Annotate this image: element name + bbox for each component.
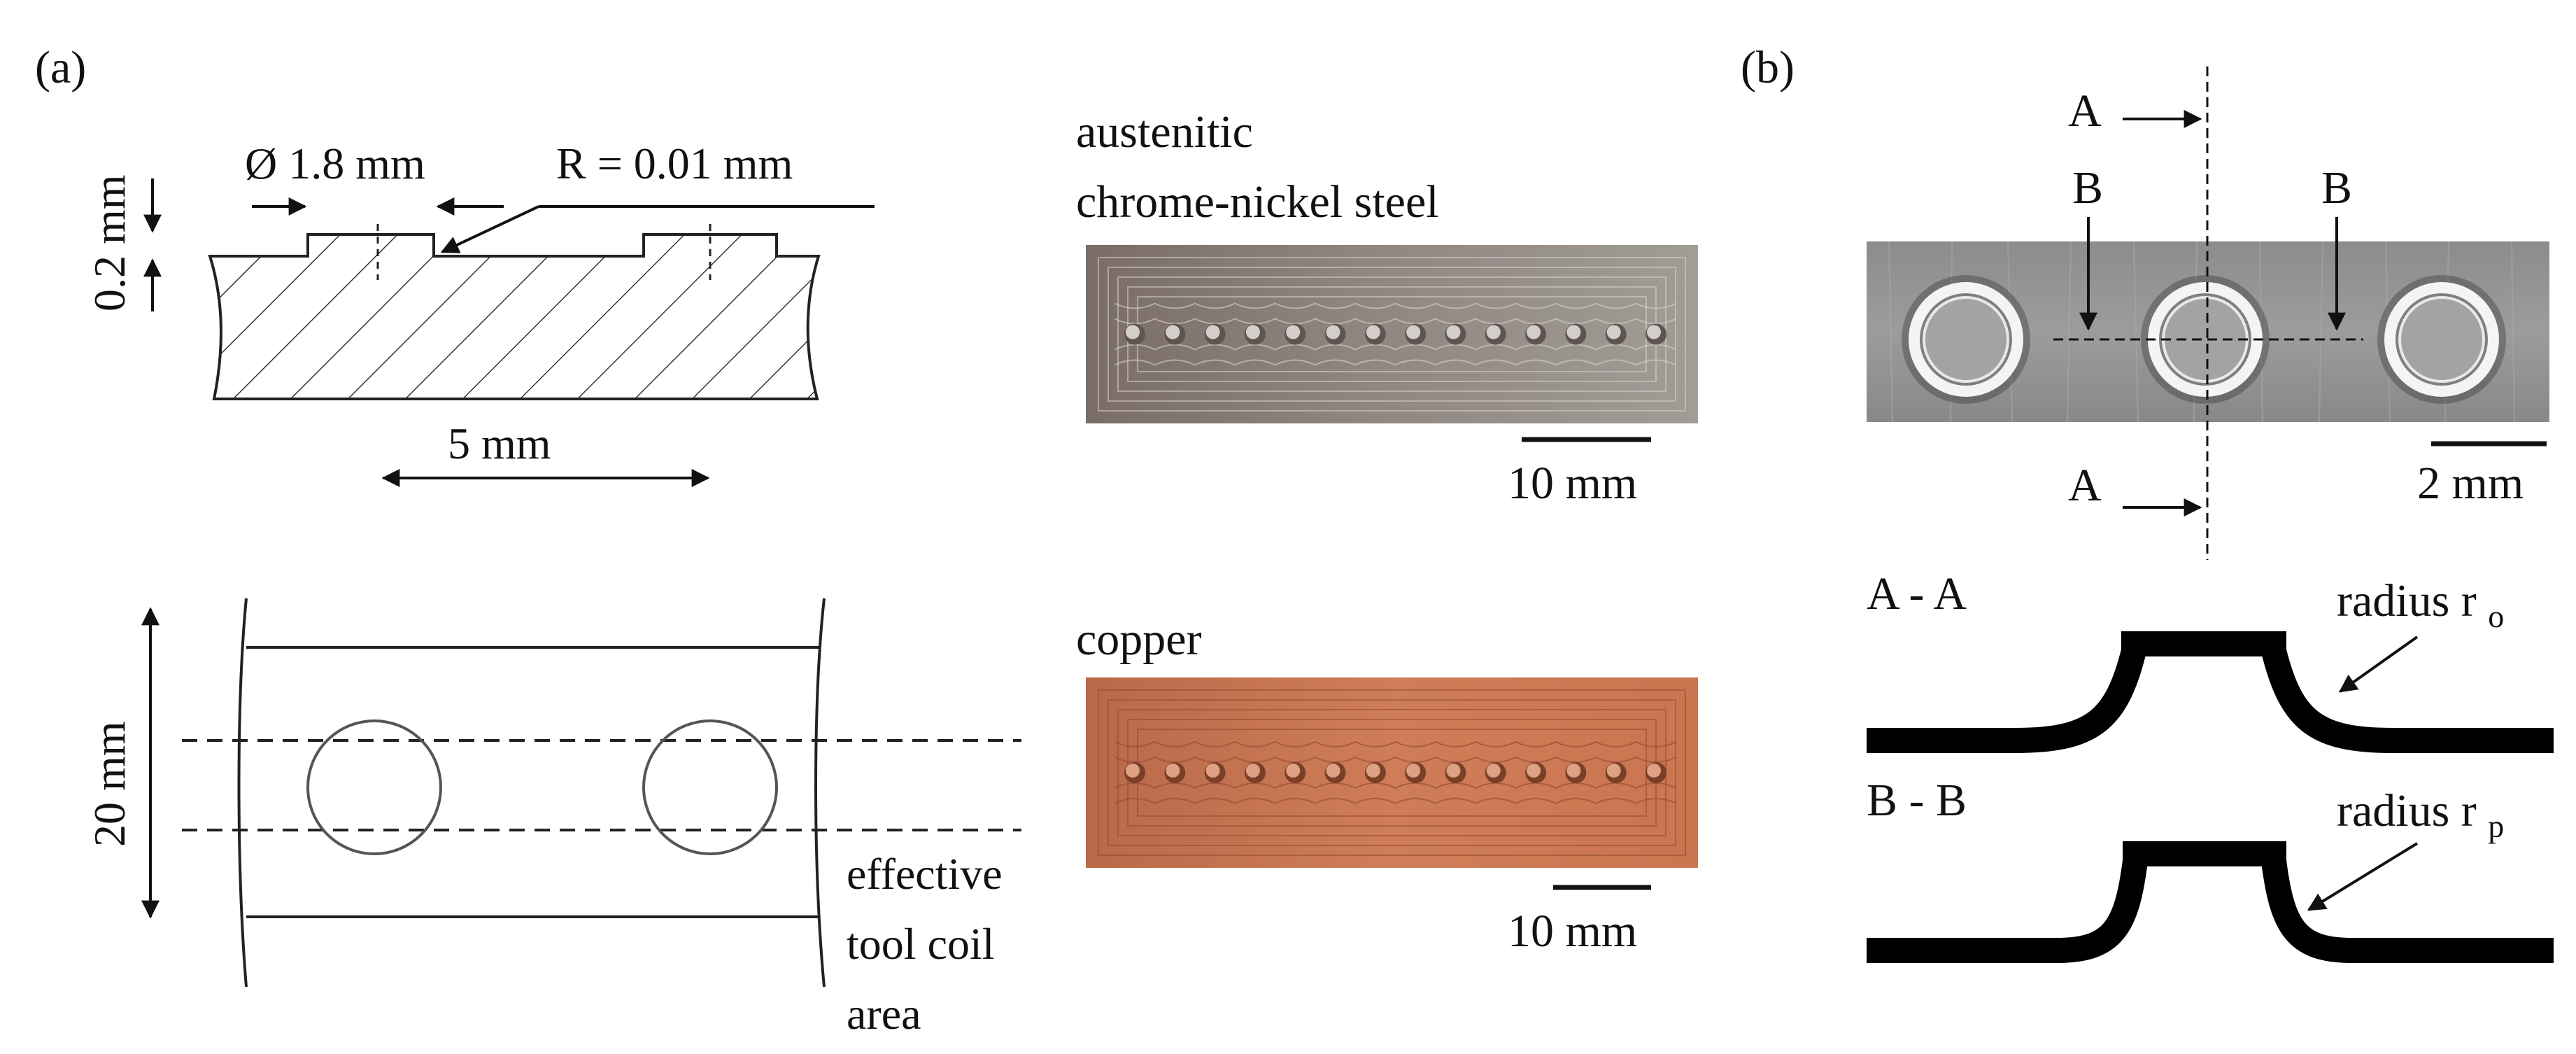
coil-area-line-3: area (847, 989, 921, 1039)
profile-bb-radius-subscript: p (2488, 808, 2504, 844)
steel-dimple-highlight (1647, 325, 1661, 339)
radius-leader (440, 205, 539, 253)
cross-section-body (208, 233, 821, 400)
section-b-right-label: B (2321, 162, 2352, 213)
copper-wave (1114, 798, 1677, 805)
copper-dimple-highlight (1527, 764, 1541, 778)
micro-scale-label: 2 mm (2417, 458, 2524, 509)
coil-area-label: effective tool coil area (847, 849, 1014, 1039)
steel-label-line-2: chrome-nickel steel (1076, 176, 1439, 227)
copper-dimple-highlight (1326, 764, 1340, 778)
steel-plate-photo (1086, 245, 1698, 423)
copper-wave (1114, 782, 1677, 789)
steel-wave (1114, 302, 1677, 309)
steel-dimple-highlight (1245, 325, 1260, 339)
steel-groove (1098, 257, 1686, 412)
steel-dimple-highlight (1326, 325, 1340, 339)
steel-label-line-1: austenitic (1076, 106, 1253, 157)
steel-groove (1107, 267, 1676, 402)
panel-b-label: (b) (1741, 42, 1795, 93)
steel-scale-label: 10 mm (1508, 458, 1637, 509)
profile-aa-radius-text: radius r (2337, 575, 2477, 626)
copper-dimple-highlight (1647, 764, 1661, 778)
steel-dimple-highlight (1446, 325, 1461, 339)
copper-wave (1114, 756, 1677, 763)
profile-bb: B - B radius r p (1867, 775, 2554, 963)
top-view-right-edge (814, 598, 826, 988)
profile-aa-radius-subscript: o (2488, 598, 2504, 634)
profile-aa-curve (1867, 631, 2554, 753)
steel-wave (1114, 318, 1677, 325)
width-label: 20 mm (85, 721, 134, 847)
copper-label: copper (1076, 614, 1202, 665)
micro-dimple-2 (2141, 275, 2270, 404)
copper-dimple-highlight (1486, 764, 1501, 778)
copper-scale-label: 10 mm (1508, 906, 1637, 957)
profile-bb-title: B - B (1867, 775, 1967, 826)
copper-dimple-highlight (1245, 764, 1260, 778)
profile-bb-radius-label: radius r p (2337, 785, 2504, 844)
pitch-label: 5 mm (448, 419, 551, 468)
panel-a: (a) Ø 1.8 mm R = 0.01 mm 0.2 mm 5 mm (35, 42, 1698, 1039)
steel-dimple-highlight (1486, 325, 1501, 339)
copper-dimple-highlight (1566, 764, 1581, 778)
copper-photo-group: copper 10 mm (1076, 614, 1698, 957)
micro-dimple-1 (1902, 275, 2030, 404)
steel-dimple-highlight (1126, 325, 1140, 339)
section-b-left-label: B (2072, 162, 2103, 213)
panel-b: (b) (1741, 42, 2554, 963)
copper-plate-photo (1086, 677, 1698, 868)
steel-dimple-highlight (1205, 325, 1220, 339)
micro-dimple-3 (2377, 275, 2506, 404)
copper-dimple-highlight (1205, 764, 1220, 778)
copper-dimple-highlight (1166, 764, 1180, 778)
cross-section-drawing: Ø 1.8 mm R = 0.01 mm 0.2 mm 5 mm (85, 139, 875, 487)
copper-dimple-highlight (1406, 764, 1421, 778)
steel-dimple-highlight (1606, 325, 1621, 339)
profile-bb-curve (1867, 841, 2554, 963)
steel-wave (1114, 344, 1677, 351)
section-a-bottom-label: A (2068, 460, 2102, 511)
steel-plate-surface (1086, 245, 1698, 423)
copper-wave (1114, 740, 1677, 747)
steel-dimple-highlight (1166, 325, 1180, 339)
steel-dimple-highlight (1406, 325, 1421, 339)
steel-dimple-highlight (1527, 325, 1541, 339)
steel-dimple-highlight (1566, 325, 1581, 339)
copper-dimple-highlight (1286, 764, 1301, 778)
copper-groove (1107, 699, 1676, 846)
dimple-circle-right (642, 719, 778, 855)
height-label: 0.2 mm (85, 174, 134, 311)
copper-dimple-highlight (1366, 764, 1380, 778)
profile-aa-radius-arrow (2338, 635, 2419, 693)
micrograph: A A B B 2 mm (1867, 66, 2549, 560)
coil-area-line-2: tool coil (847, 919, 995, 969)
steel-label: austenitic chrome-nickel steel (1076, 106, 1439, 227)
copper-dimple-highlight (1606, 764, 1621, 778)
copper-groove (1098, 689, 1686, 856)
profile-aa-title: A - A (1867, 568, 1967, 619)
profile-bb-radius-arrow (2307, 842, 2419, 911)
dimple-circle-left (306, 719, 442, 855)
copper-dimple-highlight (1446, 764, 1461, 778)
profile-aa: A - A radius r o (1867, 568, 2554, 753)
copper-dimple-highlight (1126, 764, 1140, 778)
radius-label: R = 0.01 mm (556, 139, 793, 188)
coil-area-line-1: effective (847, 849, 1003, 899)
top-view-drawing: 20 mm effective tool coil area (85, 598, 1021, 1039)
profile-bb-radius-text: radius r (2337, 785, 2477, 836)
diameter-label: Ø 1.8 mm (245, 139, 425, 188)
steel-wave (1114, 359, 1677, 366)
top-view-left-edge (237, 598, 248, 988)
profile-aa-radius-label: radius r o (2337, 575, 2504, 634)
steel-dimple-highlight (1366, 325, 1380, 339)
panel-a-label: (a) (35, 42, 86, 93)
steel-dimple-highlight (1286, 325, 1301, 339)
steel-photo-group: austenitic chrome-nickel steel 10 mm (1076, 106, 1698, 509)
section-a-top-label: A (2068, 85, 2102, 136)
